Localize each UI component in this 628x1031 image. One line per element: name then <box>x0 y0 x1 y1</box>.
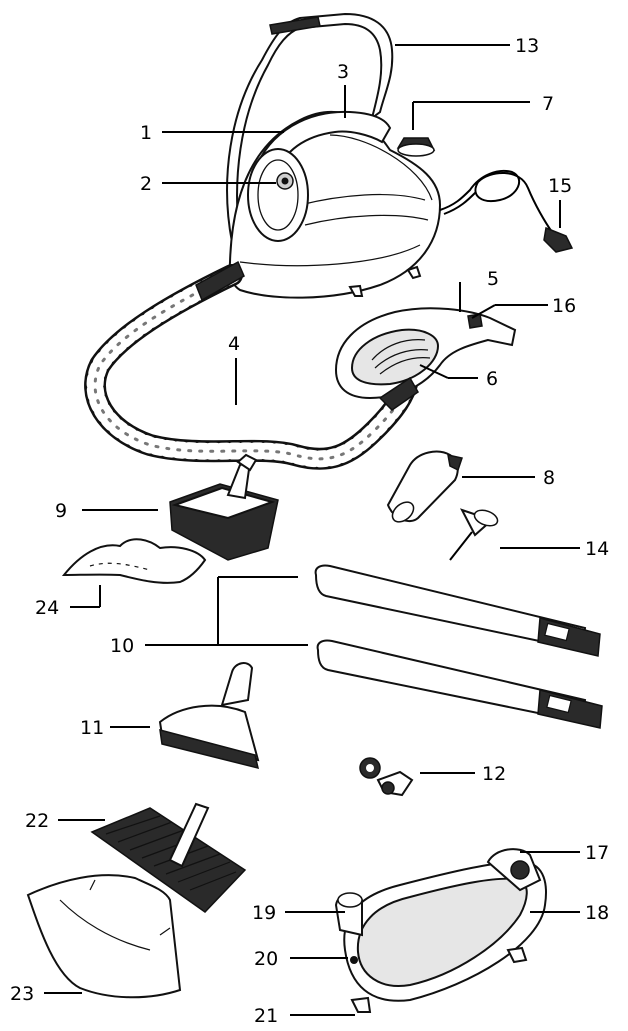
power-cord <box>439 170 574 253</box>
label-16: 16 <box>552 295 576 317</box>
label-17: 17 <box>585 842 609 864</box>
label-11: 11 <box>80 717 104 739</box>
steam-cleaner-body <box>226 12 442 299</box>
label-22: 22 <box>25 810 49 832</box>
leader-lines <box>44 44 580 1016</box>
label-1: 1 <box>140 122 152 144</box>
label-23: 23 <box>10 983 34 1005</box>
floor-head <box>169 453 279 561</box>
label-21: 21 <box>254 1005 278 1027</box>
label-2: 2 <box>140 173 152 195</box>
water-tank-base <box>334 848 547 1013</box>
label-18: 18 <box>585 902 609 924</box>
window-squeegee <box>158 662 260 770</box>
label-9: 9 <box>55 500 67 522</box>
strap-grip <box>269 16 321 35</box>
carry-strap <box>226 12 394 244</box>
top-handle <box>253 110 392 177</box>
label-8: 8 <box>543 467 555 489</box>
microfiber-pad <box>26 874 182 999</box>
steam-gun <box>334 307 517 411</box>
connectors <box>359 757 414 797</box>
label-3: 3 <box>337 61 349 83</box>
label-13: 13 <box>515 35 539 57</box>
label-4: 4 <box>228 333 240 355</box>
extension-tubes <box>314 564 603 729</box>
label-14: 14 <box>585 538 609 560</box>
label-10: 10 <box>110 635 134 657</box>
power-plug <box>543 226 574 253</box>
label-15: 15 <box>548 175 572 197</box>
label-7: 7 <box>542 93 554 115</box>
label-19: 19 <box>252 902 276 924</box>
cloth <box>61 538 207 584</box>
nozzle <box>386 450 463 523</box>
label-5: 5 <box>487 268 499 290</box>
label-24: 24 <box>35 597 59 619</box>
carpet-glider <box>90 802 247 913</box>
label-6: 6 <box>486 368 498 390</box>
label-20: 20 <box>254 948 278 970</box>
part-numbers: 1 2 3 4 5 6 7 8 9 10 11 12 13 14 15 16 1… <box>10 35 609 1027</box>
funnel <box>449 508 499 561</box>
steam-hose <box>84 260 419 470</box>
label-12: 12 <box>482 763 506 785</box>
